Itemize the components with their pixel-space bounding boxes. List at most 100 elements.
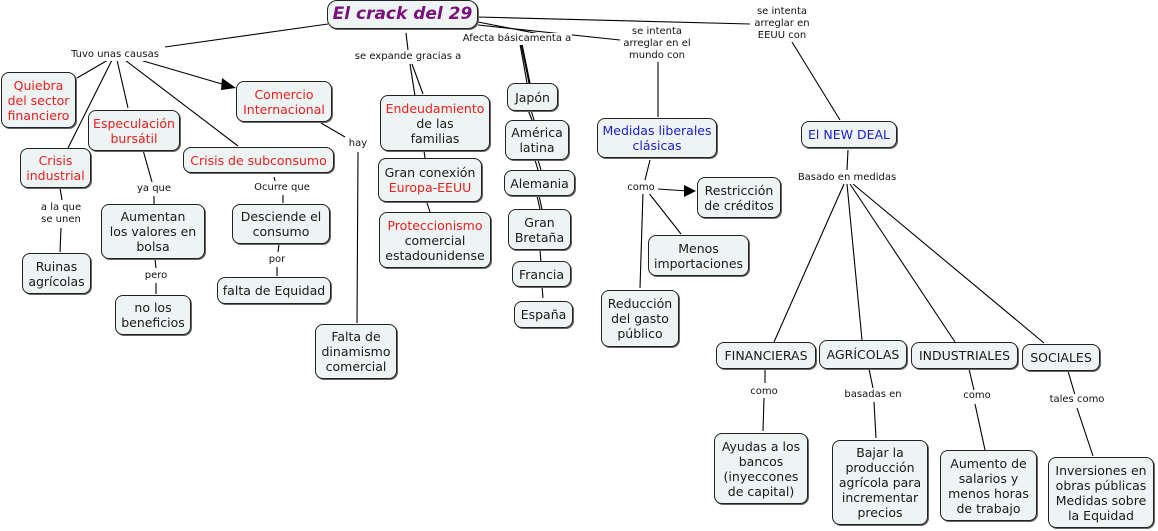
node-text: del gasto <box>611 311 669 326</box>
node-agricolas[interactable]: AGRÍCOLAS <box>819 340 907 369</box>
node-text: salarios y <box>958 470 1019 486</box>
node-text: importaciones <box>653 255 744 271</box>
node-text: Desciende el <box>240 209 322 224</box>
link-text: Tuvo unas causas <box>71 49 159 60</box>
node-conexion[interactable]: Gran conexión Europa-EEUU <box>378 158 482 202</box>
node-text: del sector <box>7 92 70 108</box>
node-quiebra[interactable]: Quiebra del sector financiero <box>1 72 76 128</box>
link-label-ya-que: ya que <box>136 183 172 195</box>
node-financieras[interactable]: FINANCIERAS <box>716 342 816 369</box>
link-text: se intenta <box>631 26 683 37</box>
node-inversiones[interactable]: Inversiones en obras públicas Medidas so… <box>1048 457 1154 528</box>
link-text: EEUU con <box>757 30 807 41</box>
link-text: como <box>627 182 655 193</box>
node-text: de las <box>416 115 454 131</box>
link-text: se expande gracias a <box>354 51 462 62</box>
node-text: los valores en <box>109 224 197 239</box>
node-beneficios[interactable]: no los beneficios <box>115 295 191 335</box>
node-text: INDUSTRIALES <box>918 348 1011 363</box>
node-country-espana[interactable]: España <box>514 301 573 328</box>
node-text: bancos <box>738 453 784 469</box>
node-text: Alemania <box>510 175 569 191</box>
node-text: agrícolas <box>28 273 85 289</box>
node-especulacion[interactable]: Especulación bursátil <box>88 110 180 151</box>
node-proteccionismo[interactable]: Proteccionismo comercial estadounidense <box>379 212 491 268</box>
node-aumentan[interactable]: Aumentan los valores en bolsa <box>101 204 205 259</box>
node-text: Endeudamiento <box>385 100 485 116</box>
node-gasto[interactable]: Reducción del gasto público <box>601 290 679 347</box>
node-country-japon[interactable]: Japón <box>507 83 558 111</box>
node-desciende[interactable]: Desciende el consumo <box>232 204 330 244</box>
node-ruinas[interactable]: Ruinas agrícolas <box>22 253 91 294</box>
node-industriales[interactable]: INDUSTRIALES <box>911 342 1018 369</box>
node-restriccion[interactable]: Restricción de créditos <box>697 177 781 218</box>
node-text: financiero <box>7 107 70 123</box>
node-text: precios <box>857 505 903 520</box>
node-text: Reducción <box>607 296 673 311</box>
node-text: Medidas liberales <box>602 123 712 138</box>
link-label-pero: pero <box>144 270 168 282</box>
node-country-gran-bretana[interactable]: Gran Bretaña <box>508 209 571 250</box>
node-text: la Equidad <box>1068 507 1134 523</box>
node-sociales[interactable]: SOCIALES <box>1022 344 1100 371</box>
node-text: producción <box>845 460 915 475</box>
node-bajar[interactable]: Bajar la producción agrícola para increm… <box>832 440 928 525</box>
node-comercio-internacional[interactable]: Comercio Internacional <box>236 81 332 122</box>
node-text: Gran <box>524 214 555 230</box>
node-equidad[interactable]: falta de Equidad <box>217 277 331 304</box>
node-text: América <box>511 125 563 140</box>
node-text: incrementar <box>841 490 919 505</box>
link-label-como-liberal: como <box>627 182 655 194</box>
node-text: España <box>520 307 567 322</box>
link-text: Basado en medidas <box>797 172 897 183</box>
link-label-basadas-en: basadas en <box>844 389 902 401</box>
node-country-america-latina[interactable]: América latina <box>505 120 569 160</box>
link-text: ya que <box>136 183 172 194</box>
node-text: Bretaña <box>514 229 565 245</box>
node-text: comercial <box>325 359 387 374</box>
main-concept-node[interactable]: El crack del 29 <box>327 0 478 29</box>
link-label-causes: Tuvo unas causas <box>71 49 159 61</box>
node-text: Comercio <box>254 86 314 102</box>
link-label-ocurre-que: Ocurre que <box>254 182 310 194</box>
node-text: Restricción <box>704 182 774 198</box>
node-crisis-industrial[interactable]: Crisis industrial <box>20 148 91 188</box>
node-text: no los <box>134 300 172 315</box>
node-dinamismo[interactable]: Falta de dinamismo comercial <box>315 324 397 379</box>
node-text: clásicas <box>632 138 682 153</box>
node-text: SOCIALES <box>1030 350 1092 365</box>
node-text: Ayudas a los <box>721 438 801 454</box>
node-ayudas[interactable]: Ayudas a los bancos (inyeccones de capit… <box>714 433 808 504</box>
node-text: Aumentan <box>120 209 186 224</box>
node-text: Europa-EEUU <box>388 180 472 195</box>
link-text: pero <box>144 270 168 281</box>
link-label-world-fix: se intenta arreglar en el mundo con <box>623 26 691 62</box>
node-text: de trabajo <box>956 500 1021 516</box>
node-endeudamiento[interactable]: Endeudamiento de las familias <box>380 95 490 151</box>
node-subconsumo[interactable]: Crisis de subconsumo <box>183 147 334 173</box>
link-text: como <box>963 390 991 401</box>
node-text: falta de Equidad <box>222 283 326 298</box>
link-text: Ocurre que <box>254 182 310 193</box>
node-country-alemania[interactable]: Alemania <box>504 170 575 196</box>
node-text: Gran conexión <box>384 165 476 180</box>
link-text: por <box>268 254 286 265</box>
node-text: Ruinas <box>35 258 78 274</box>
node-medidas-liberales[interactable]: Medidas liberales clásicas <box>597 118 717 158</box>
node-text: familias <box>410 130 460 146</box>
node-importaciones[interactable]: Menos importaciones <box>648 235 749 276</box>
node-text: de capital) <box>727 483 795 499</box>
node-text: comercial <box>404 232 466 248</box>
node-aumento[interactable]: Aumento de salarios y menos horas de tra… <box>940 450 1037 521</box>
node-country-francia[interactable]: Francia <box>512 261 571 287</box>
link-text: arreglar en el <box>623 38 691 49</box>
node-text: Japón <box>515 89 550 105</box>
node-text: Proteccionismo <box>387 217 483 233</box>
node-new-deal[interactable]: El NEW DEAL <box>801 121 897 148</box>
node-text: Especulación <box>93 115 175 131</box>
link-text: mundo con <box>628 50 686 61</box>
link-text: se intenta <box>756 6 808 17</box>
link-label-expands: se expande gracias a <box>354 51 462 63</box>
node-text: agrícola para <box>838 475 922 490</box>
link-label-por: por <box>268 254 286 266</box>
